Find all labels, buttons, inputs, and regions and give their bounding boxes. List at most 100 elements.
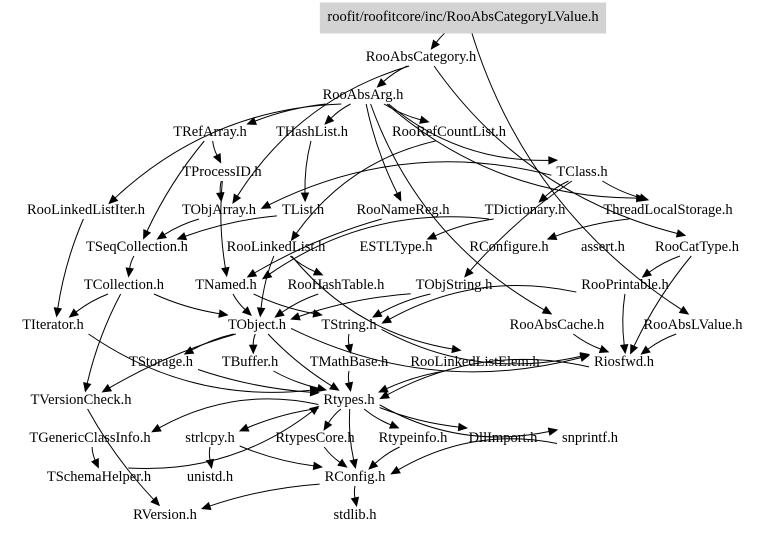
graph-node[interactable]: ESTLType.h (360, 239, 434, 255)
arrowhead-icon (641, 268, 653, 278)
arrowhead-icon (393, 191, 402, 202)
graph-node[interactable]: TClass.h (556, 164, 608, 180)
graph-node[interactable]: TRefArray.h (173, 124, 247, 140)
graph-node[interactable]: TVersionCheck.h (30, 392, 132, 408)
graph-node[interactable]: RooPrintable.h (581, 277, 669, 293)
graph-node[interactable]: RooRefCountList.h (392, 124, 507, 140)
edge-RooLinkedList-to-TObject (260, 255, 275, 309)
graph-node[interactable]: THashList.h (276, 124, 349, 140)
arrowhead-icon (150, 496, 161, 507)
arrowhead-icon (216, 192, 225, 203)
graph-node[interactable]: TString.h (321, 317, 377, 333)
arrowhead-icon (451, 344, 462, 354)
edge-TRefArray-to-TSeqCollection (146, 140, 205, 232)
graph-node[interactable]: snprintf.h (562, 430, 619, 446)
edge-RooAbsArg-to-RooRefCountList (383, 103, 421, 121)
graph-node[interactable]: TGenericClassInfo.h (29, 430, 151, 446)
graph-node[interactable]: TProcessID.h (182, 164, 262, 180)
edge-RooPrintable-to-Riosfwd (622, 293, 626, 346)
graph-node[interactable]: RooHashTable.h (288, 277, 386, 293)
graph-node[interactable]: RooAbsArg.h (323, 87, 404, 103)
edge-Rtypes-to-RtypesCore (327, 408, 342, 424)
node-label: RooAbsCache.h (510, 317, 605, 333)
graph-node[interactable]: TIterator.h (22, 317, 84, 333)
graph-node[interactable]: RooCatType.h (655, 239, 740, 255)
graph-node[interactable]: TMathBase.h (310, 354, 389, 370)
graph-node[interactable]: Rtypes.h (323, 392, 375, 408)
node-label: RooAbsLValue.h (644, 317, 744, 333)
edge-TClass-to-ThreadLocalStorage (602, 180, 641, 199)
arrowhead-icon (376, 78, 387, 88)
node-label: strlcpy.h (185, 430, 235, 446)
edge-TVersionCheck-to-RVersion (87, 408, 155, 500)
graph-node[interactable]: assert.h (581, 239, 626, 255)
node-label: RooRefCountList.h (392, 124, 507, 140)
graph-node[interactable]: RooAbsCache.h (510, 317, 605, 333)
arrowhead-icon (344, 343, 354, 355)
graph-node[interactable]: TObject.h (228, 317, 287, 333)
edge-RooCatType-to-Riosfwd (633, 255, 692, 347)
graph-node[interactable]: TNamed.h (195, 277, 257, 293)
arrowhead-icon (212, 152, 222, 164)
node-label: TNamed.h (195, 277, 257, 293)
node-label: TSchemaHelper.h (47, 469, 152, 485)
edge-TNamed-to-TObject (232, 293, 246, 311)
graph-node[interactable]: DllImport.h (469, 430, 539, 446)
graph-node[interactable]: RooAbsCategory.h (366, 49, 477, 65)
node-label: Rtypeinfo.h (379, 430, 449, 446)
graph-node[interactable]: TDictionary.h (485, 202, 567, 218)
arrowhead-icon (368, 460, 379, 470)
graph-node[interactable]: Rtypeinfo.h (379, 430, 449, 446)
graph-node[interactable]: RConfig.h (325, 469, 387, 485)
graph-node-root[interactable]: roofit/roofitcore/inc/RooAbsCategoryLVal… (319, 2, 607, 34)
edge-TString-to-TMathBase (347, 333, 350, 346)
edge-RooLinkedListIter-to-TIterator (57, 218, 84, 309)
arrowhead-icon (344, 381, 354, 393)
graph-node[interactable]: TStorage.h (129, 354, 194, 370)
arrowhead-icon (108, 194, 119, 205)
node-label: RooLinkedListElem.h (410, 354, 540, 370)
edge-TProcessID-to-TNamed (220, 180, 226, 269)
graph-node[interactable]: TCollection.h (84, 277, 165, 293)
arrowhead-icon (538, 193, 549, 203)
graph-node[interactable]: TObjString.h (416, 277, 493, 293)
graph-node[interactable]: TBuffer.h (222, 354, 279, 370)
graph-node[interactable]: RooLinkedListIter.h (27, 202, 146, 218)
graph-node[interactable]: RooLinkedListElem.h (410, 354, 540, 370)
edge-root-to-RooAbsLValue (469, 25, 682, 311)
arrowhead-icon (125, 267, 134, 278)
edge-TObjArray-to-TSeqCollection (163, 218, 200, 236)
arrowhead-icon (638, 193, 650, 202)
graph-node[interactable]: TList.h (282, 202, 325, 218)
node-label: TString.h (321, 317, 377, 333)
arrowhead-icon (290, 230, 300, 242)
graph-node[interactable]: stdlib.h (333, 507, 377, 523)
graph-node[interactable]: RooNameReg.h (356, 202, 450, 218)
graph-node[interactable]: unistd.h (187, 469, 234, 485)
graph-node[interactable]: strlcpy.h (185, 430, 235, 446)
node-label: TDictionary.h (485, 202, 567, 218)
arrowhead-icon (68, 308, 79, 318)
graph-node[interactable]: TObjArray.h (182, 202, 257, 218)
arrowhead-icon (232, 193, 242, 204)
node-label: snprintf.h (562, 430, 619, 446)
arrowhead-icon (329, 382, 340, 391)
graph-node[interactable]: RVersion.h (133, 507, 197, 523)
node-label: TObjArray.h (182, 202, 257, 218)
graph-node[interactable]: RooAbsLValue.h (644, 317, 744, 333)
graph-node[interactable]: RConfigure.h (469, 239, 549, 255)
graph-node[interactable]: RtypesCore.h (275, 430, 355, 446)
node-label: assert.h (581, 239, 626, 255)
arrowhead-icon (675, 229, 687, 238)
graph-node[interactable]: RooLinkedList.h (227, 239, 326, 255)
graph-node[interactable]: ThreadLocalStorage.h (603, 202, 733, 218)
node-label: TStorage.h (129, 354, 194, 370)
graph-node[interactable]: Riosfwd.h (594, 354, 655, 370)
arrowhead-icon (349, 458, 358, 470)
arrowhead-icon (290, 312, 301, 321)
edge-RtypesCore-to-RConfig (323, 446, 341, 463)
graph-node[interactable]: TSchemaHelper.h (47, 469, 152, 485)
edge-TObject-to-Rtypes (267, 333, 333, 387)
edge-Riosfwd-to-Rtypes (387, 358, 590, 396)
graph-node[interactable]: TSeqCollection.h (86, 239, 189, 255)
